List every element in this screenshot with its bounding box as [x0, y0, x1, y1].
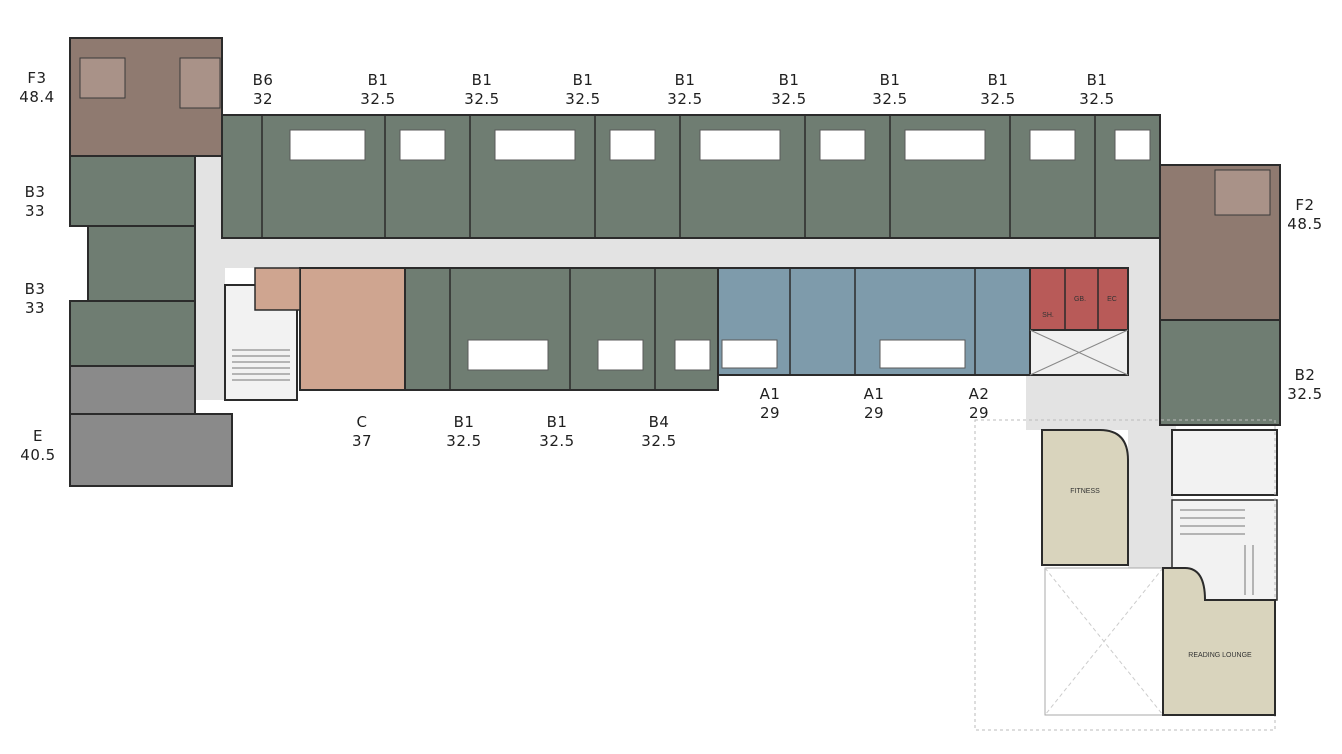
- reading-lounge-room: [1162, 567, 1276, 716]
- unit-type: B1: [778, 71, 800, 89]
- unit-type: A2: [968, 385, 990, 403]
- corridor-right: [1128, 238, 1160, 388]
- unit-area: 29: [759, 404, 781, 422]
- unit-f3-room: [79, 57, 126, 99]
- unit-area: 32.5: [446, 432, 482, 450]
- unit-area: 32.5: [539, 432, 575, 450]
- right-wing: [1159, 164, 1281, 601]
- unit-label-a1-1: A1 29: [735, 385, 805, 423]
- unit-b3-2-shape: [69, 300, 196, 367]
- unit-label-b1-top-6: B1 32.5: [855, 71, 925, 109]
- terrace-outline: [974, 419, 1276, 731]
- unit-b3-1b-shape: [87, 225, 196, 302]
- unit-c-shape: [299, 267, 406, 391]
- unit-label-a1-2: A1 29: [839, 385, 909, 423]
- unit-type: B2: [1294, 366, 1316, 384]
- corridor-lower-right: [1026, 375, 1176, 430]
- unit-area: 32.5: [771, 90, 807, 108]
- unit-area: 32.5: [1079, 90, 1115, 108]
- unit-label-c: C 37: [327, 413, 397, 451]
- unit-area: 29: [968, 404, 990, 422]
- unit-type: B1: [367, 71, 389, 89]
- unit-area: 32.5: [464, 90, 500, 108]
- unit-f3-room-2: [179, 57, 221, 109]
- unit-type: B1: [674, 71, 696, 89]
- top-row: [221, 114, 1161, 239]
- unit-area: 33: [24, 299, 46, 317]
- bottom-green-block: [404, 267, 719, 391]
- unit-label-b1-top-5: B1 32.5: [754, 71, 824, 109]
- unit-label-b1-top-4: B1 32.5: [650, 71, 720, 109]
- service-block: [1029, 267, 1129, 331]
- unit-type: B1: [879, 71, 901, 89]
- unit-type: B6: [252, 71, 274, 89]
- unit-type: A1: [759, 385, 781, 403]
- unit-label-f3: F3 48.4: [2, 69, 72, 107]
- corridor-left: [195, 155, 225, 400]
- unit-type: C: [356, 413, 368, 431]
- unit-area: 29: [863, 404, 885, 422]
- unit-type: B1: [1086, 71, 1108, 89]
- unit-label-b1-top-2: B1 32.5: [447, 71, 517, 109]
- unit-label-b3-2: B3 33: [0, 280, 70, 318]
- unit-b3-1-shape: [69, 155, 196, 227]
- unit-type: A1: [863, 385, 885, 403]
- unit-type: B1: [572, 71, 594, 89]
- bottom-row: [254, 267, 1129, 391]
- unit-type: F2: [1295, 196, 1315, 214]
- unit-c-room: [254, 267, 301, 311]
- unit-type: B3: [24, 183, 46, 201]
- unit-area: 48.4: [19, 88, 55, 106]
- unit-e-shape: [69, 413, 233, 487]
- unit-type: E: [33, 427, 43, 445]
- unit-type: B1: [471, 71, 493, 89]
- unit-area: 48.5: [1287, 215, 1323, 233]
- unit-e-grey-shape: [69, 365, 196, 415]
- unit-area: 40.5: [20, 446, 56, 464]
- unit-area: 32.5: [1287, 385, 1323, 403]
- amenities: [974, 419, 1276, 731]
- sh-label: SH.: [1042, 312, 1054, 319]
- unit-label-b3-1: B3 33: [0, 183, 70, 221]
- corridor-main: [195, 238, 1160, 268]
- unit-area: 32.5: [872, 90, 908, 108]
- left-wing: [69, 37, 298, 487]
- unit-f2-room: [1214, 169, 1271, 216]
- unit-label-b1-top-1: B1 32.5: [343, 71, 413, 109]
- unit-area: 33: [24, 202, 46, 220]
- unit-area: 32.5: [360, 90, 396, 108]
- unit-label-b1-bot-2: B1 32.5: [522, 413, 592, 451]
- top-row-block: [221, 114, 1161, 239]
- gb-label: GB.: [1073, 296, 1087, 303]
- unit-type: B1: [453, 413, 475, 431]
- unit-type: B4: [648, 413, 670, 431]
- fitness-room: [1041, 429, 1129, 566]
- unit-b2-shape: [1159, 319, 1281, 426]
- unit-label-b2: B2 32.5: [1270, 366, 1340, 404]
- unit-label-b1-top-7: B1 32.5: [963, 71, 1033, 109]
- unit-type: B1: [546, 413, 568, 431]
- unit-area: 32.5: [565, 90, 601, 108]
- unit-label-b4: B4 32.5: [624, 413, 694, 451]
- unit-area: 32: [252, 90, 274, 108]
- unit-area: 32.5: [667, 90, 703, 108]
- unit-label-b6: B6 32: [228, 71, 298, 109]
- unit-label-b1-top-8: B1 32.5: [1062, 71, 1132, 109]
- fitness-label: FITNESS: [1070, 488, 1100, 495]
- ec-label: EC: [1107, 296, 1117, 303]
- unit-type: F3: [27, 69, 47, 87]
- unit-area: 37: [351, 432, 373, 450]
- stair-right: [1171, 429, 1278, 496]
- reading-lounge-label: READING LOUNGE: [1188, 652, 1252, 659]
- unit-label-b1-top-3: B1 32.5: [548, 71, 618, 109]
- unit-label-f2: F2 48.5: [1270, 196, 1340, 234]
- unit-label-e: E 40.5: [3, 427, 73, 465]
- unit-area: 32.5: [641, 432, 677, 450]
- unit-area: 32.5: [980, 90, 1016, 108]
- unit-type: B3: [24, 280, 46, 298]
- unit-type: B1: [987, 71, 1009, 89]
- unit-label-b1-bot-1: B1 32.5: [429, 413, 499, 451]
- unit-label-a2: A2 29: [944, 385, 1014, 423]
